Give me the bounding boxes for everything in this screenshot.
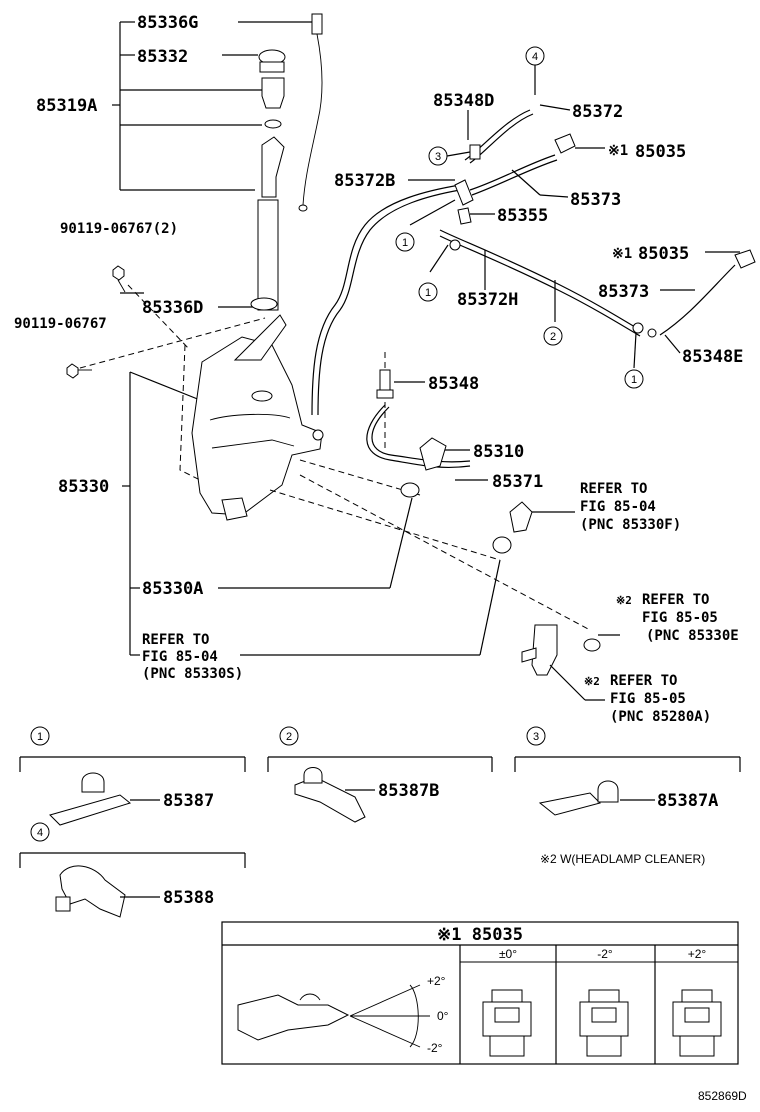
table-col-0: ±0° [499,947,517,961]
dashed-guides [79,284,591,631]
mark-2a: ※2 [616,594,632,607]
mark-2b: ※2 [584,675,600,688]
label-85387A: 85387A [657,791,718,811]
angle-plus2: +2° [427,974,446,988]
label-85348D: 85348D [433,91,494,111]
angle-minus2: -2° [427,1041,443,1055]
label-85330: 85330 [58,477,109,497]
clip-section-4: 4 85388 [19,822,246,918]
label-85372: 85372 [572,102,623,122]
nozzle-front-0 [482,989,532,1057]
nozzle-parts [376,133,756,676]
svg-text:3: 3 [435,151,441,163]
svg-text:2: 2 [550,331,556,343]
nozzle-front-minus2 [579,989,629,1057]
bolt-part [66,265,126,379]
washer-tank-part [191,314,324,521]
label-85388: 85388 [163,888,214,908]
label-85310: 85310 [473,442,524,462]
label-85348: 85348 [428,374,479,394]
svg-text:4: 4 [37,827,43,839]
label-85330A: 85330A [142,579,203,599]
mark-1b: ※1 [612,246,632,262]
label-85332: 85332 [137,47,188,67]
label-90119-06767: 90119-06767 [14,316,107,332]
ref1-line1: REFER TO [580,481,647,497]
svg-text:1: 1 [402,237,408,249]
ref2-line2: FIG 85-05 [642,610,718,626]
ref1-line2: FIG 85-04 [580,499,656,515]
label-85355: 85355 [497,206,548,226]
ref1-line3: (PNC 85330F) [580,517,681,533]
svg-text:1: 1 [425,287,431,299]
label-85373-b: 85373 [598,282,649,302]
washer-hoses [311,109,736,469]
label-90119-06767-2: 90119-06767(2) [60,221,178,237]
table-title: ※1 85035 [437,925,523,945]
label-85372B: 85372B [334,171,395,191]
svg-text:1: 1 [37,731,43,743]
leader-lines-left [112,21,501,656]
table-col-minus2: -2° [597,947,613,961]
headlamp-cleaner-note: ※2 W(HEADLAMP CLEANER) [540,852,705,866]
svg-text:3: 3 [533,731,539,743]
ref4-line2: FIG 85-04 [142,649,218,665]
cap-dipstick-part [298,13,323,212]
label-85319A: 85319A [36,96,97,116]
mark-1a: ※1 [608,143,628,159]
label-85387: 85387 [163,791,214,811]
angle-0: 0° [437,1009,449,1023]
svg-text:2: 2 [286,731,292,743]
nozzle-front-plus2 [672,989,722,1057]
clip-section-1: 1 85387 [19,726,246,826]
label-85035-a: 85035 [635,142,686,162]
ref4-line1: REFER TO [142,632,209,648]
ref3-line3: (PNC 85280A) [610,709,711,725]
svg-text:4: 4 [532,51,538,63]
ref3-line1: REFER TO [610,673,677,689]
label-85372H: 85372H [457,290,518,310]
label-85373-a: 85373 [570,190,621,210]
leader-lines-right [120,65,740,701]
diagram-id: 852869D [698,1089,747,1103]
svg-text:1: 1 [631,374,637,386]
table-col-plus2: +2° [688,947,707,961]
callout-circles-main: 4 3 1 1 2 1 [395,46,644,389]
label-85348E: 85348E [682,347,743,367]
clip-section-2: 2 85387B [267,726,493,823]
ref2-line3: (PNC 85330E [646,628,739,644]
label-85336D: 85336D [142,298,203,318]
label-85035-b: 85035 [638,244,689,264]
label-85336G: 85336G [137,13,198,33]
clip-section-3: 3 85387A [514,726,741,816]
filler-cap-part [250,49,286,311]
nozzle-angle-table: ※1 85035 ±0° -2° +2° +2° 0° -2° [221,921,739,1065]
ref4-line3: (PNC 85330S) [142,666,243,682]
label-85371: 85371 [492,472,543,492]
ref3-line2: FIG 85-05 [610,691,686,707]
ref2-line1: REFER TO [642,592,709,608]
label-85387B: 85387B [378,781,439,801]
